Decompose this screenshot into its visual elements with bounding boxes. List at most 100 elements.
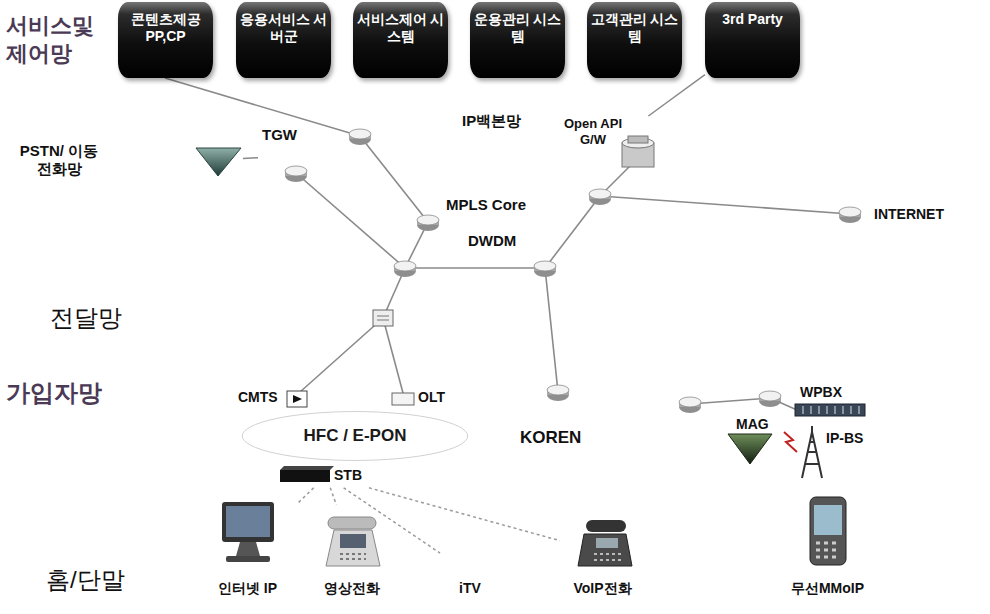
- network-label: 홈/단말: [46, 566, 125, 595]
- network-device: MAG: [728, 416, 780, 466]
- gateway-symbol: [628, 136, 648, 143]
- node-label: IP-BS: [826, 430, 863, 447]
- node-label: 영상전화: [312, 580, 392, 597]
- monitor-icon: [222, 502, 274, 542]
- videophone-icon: [340, 554, 366, 559]
- network-label: KOREN: [520, 428, 581, 448]
- network-device: PSTN/ 이동전화망: [18, 140, 243, 190]
- terminal-device: iTV: [440, 548, 503, 601]
- mobile-icon: [810, 497, 846, 565]
- node-label: 무선MMoIP: [780, 580, 875, 597]
- backbone-wire: [360, 136, 428, 222]
- network-layer-band: 가입자망 CMTS OLT HFC / E-PON WPBX MAG IP-BS STB: [0, 350, 990, 490]
- router-symbol: [285, 166, 307, 182]
- link-line: [243, 157, 258, 159]
- router-symbol: [547, 385, 569, 401]
- backbone-wire: [296, 173, 405, 268]
- wpbx-symbol: [795, 404, 865, 416]
- link-line: [330, 488, 336, 505]
- terminal-device: 인터넷 IP: [200, 500, 298, 601]
- stb-symbol: [280, 470, 330, 482]
- node-label: 가입자망: [6, 378, 166, 408]
- terminal-device: 무선MMoIP: [780, 495, 878, 601]
- system-box: 고객관리 시스템: [587, 2, 682, 78]
- antenna-tower: [802, 426, 822, 478]
- network-device: Open API G/W: [560, 116, 660, 172]
- videophone-icon: [326, 530, 380, 566]
- router-symbol: [589, 189, 611, 205]
- backbone-wire: [545, 268, 558, 392]
- node-label: 응용서비스 서버군: [236, 11, 331, 45]
- monitor-icon: [236, 542, 260, 556]
- node-label: 서비스제어 시스템: [353, 11, 448, 45]
- node-label: TGW: [262, 126, 297, 144]
- network-label: DWDM: [468, 232, 516, 250]
- node-label: VoIP전화: [560, 580, 645, 597]
- network-device: OLT: [392, 386, 462, 410]
- node-label: CMTS: [238, 389, 278, 406]
- cmts-symbol: [287, 391, 307, 407]
- system-box: 콘텐츠제공 PP,CP: [118, 2, 213, 78]
- layer-plane: [0, 350, 990, 490]
- node-label: iTV: [440, 580, 500, 597]
- node-label: 운용관리 시스템: [470, 11, 565, 45]
- backbone-wire: [383, 318, 403, 393]
- backbone-wire: [405, 267, 545, 269]
- switch-symbol: [373, 310, 393, 326]
- wpbx-symbol: [803, 406, 859, 414]
- network-device: IP-BS: [800, 422, 872, 480]
- videophone-icon: [328, 517, 376, 529]
- router-symbol: [679, 397, 701, 413]
- router-symbol: [759, 391, 781, 407]
- backbone-wire: [545, 196, 600, 268]
- network-label: MPLS Core: [446, 196, 526, 214]
- voip-phone-icon: [596, 538, 618, 548]
- network-device: STB: [280, 464, 372, 488]
- node-label: MAG: [736, 416, 769, 433]
- system-box: 운용관리 시스템: [470, 2, 565, 78]
- router-symbol: [417, 215, 439, 231]
- node-label: STB: [334, 467, 362, 484]
- monitor-icon: [226, 506, 270, 537]
- network-device: TGW: [258, 126, 320, 186]
- network-ellipse: [242, 412, 467, 461]
- node-label: OLT: [418, 389, 445, 406]
- node-label: WPBX: [800, 384, 842, 401]
- node-label: PSTN/ 이동전화망: [18, 142, 100, 178]
- network-layer-band: 서비스및 제어망콘텐츠제공 PP,CP 응용서비스 서버군 서비스제어 시스템 운용관…: [0, 0, 990, 100]
- network-label: IP백본망: [462, 112, 521, 130]
- system-box: 3rd Party: [705, 2, 800, 78]
- terminal-device: VoIP전화: [560, 505, 648, 601]
- layer-plane: [0, 354, 990, 486]
- network-device: CMTS: [238, 388, 310, 410]
- mobile-icon: [814, 505, 842, 535]
- link-line: [298, 488, 314, 503]
- link-line: [369, 488, 560, 541]
- network-device: WPBX: [790, 384, 870, 418]
- node-label: 고객관리 시스템: [587, 11, 682, 45]
- pstn-triangle: [196, 148, 241, 176]
- router-symbol: [349, 129, 371, 145]
- node-label: HFC / E-PON: [304, 426, 407, 446]
- backbone-wire: [165, 78, 850, 410]
- monitor-icon: [226, 556, 270, 562]
- router-symbol: [534, 261, 556, 277]
- backbone-wire: [300, 318, 383, 392]
- network-label: 전달망: [50, 304, 122, 333]
- node-label: 콘텐츠제공 PP,CP: [118, 11, 213, 45]
- link-line: [648, 75, 705, 116]
- system-box: 서비스제어 시스템: [353, 2, 448, 78]
- mag-triangle: [728, 434, 772, 464]
- link-line: [344, 488, 440, 553]
- terminal-device: 영상전화: [312, 505, 395, 601]
- system-box: 응용서비스 서버군: [236, 2, 331, 78]
- node-label: 3rd Party: [705, 11, 800, 28]
- access-network-ellipse: HFC / E-PON: [240, 410, 470, 462]
- router-symbol: [839, 207, 861, 223]
- backbone-wire: [600, 196, 850, 214]
- node-label: 인터넷 IP: [200, 580, 295, 597]
- network-label: INTERNET: [874, 206, 944, 223]
- router-symbol: [394, 261, 416, 277]
- node-label: 서비스및 제어망: [6, 12, 116, 67]
